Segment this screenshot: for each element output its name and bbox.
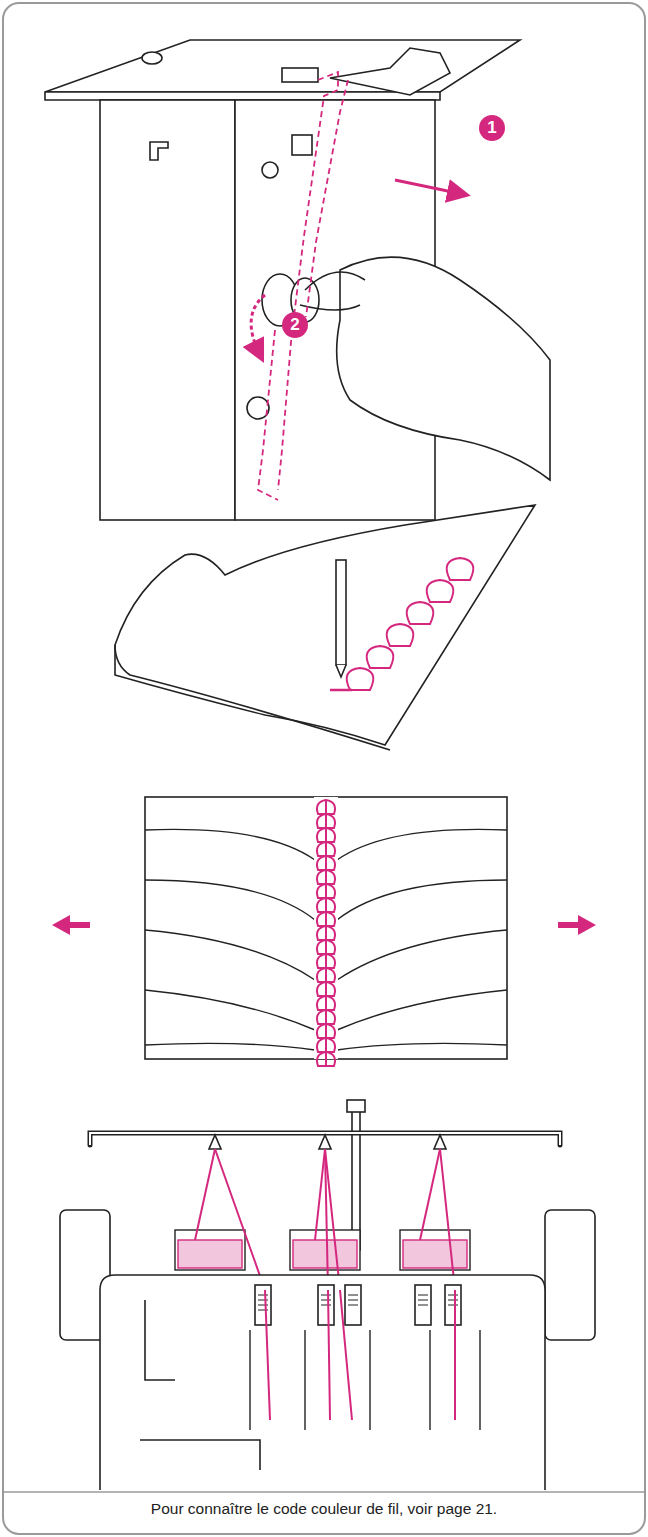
callout-number: 2 — [282, 312, 308, 338]
caption: Pour connaître le code couleur de fil, v… — [10, 1500, 638, 1518]
callout-number: 1 — [479, 115, 505, 141]
